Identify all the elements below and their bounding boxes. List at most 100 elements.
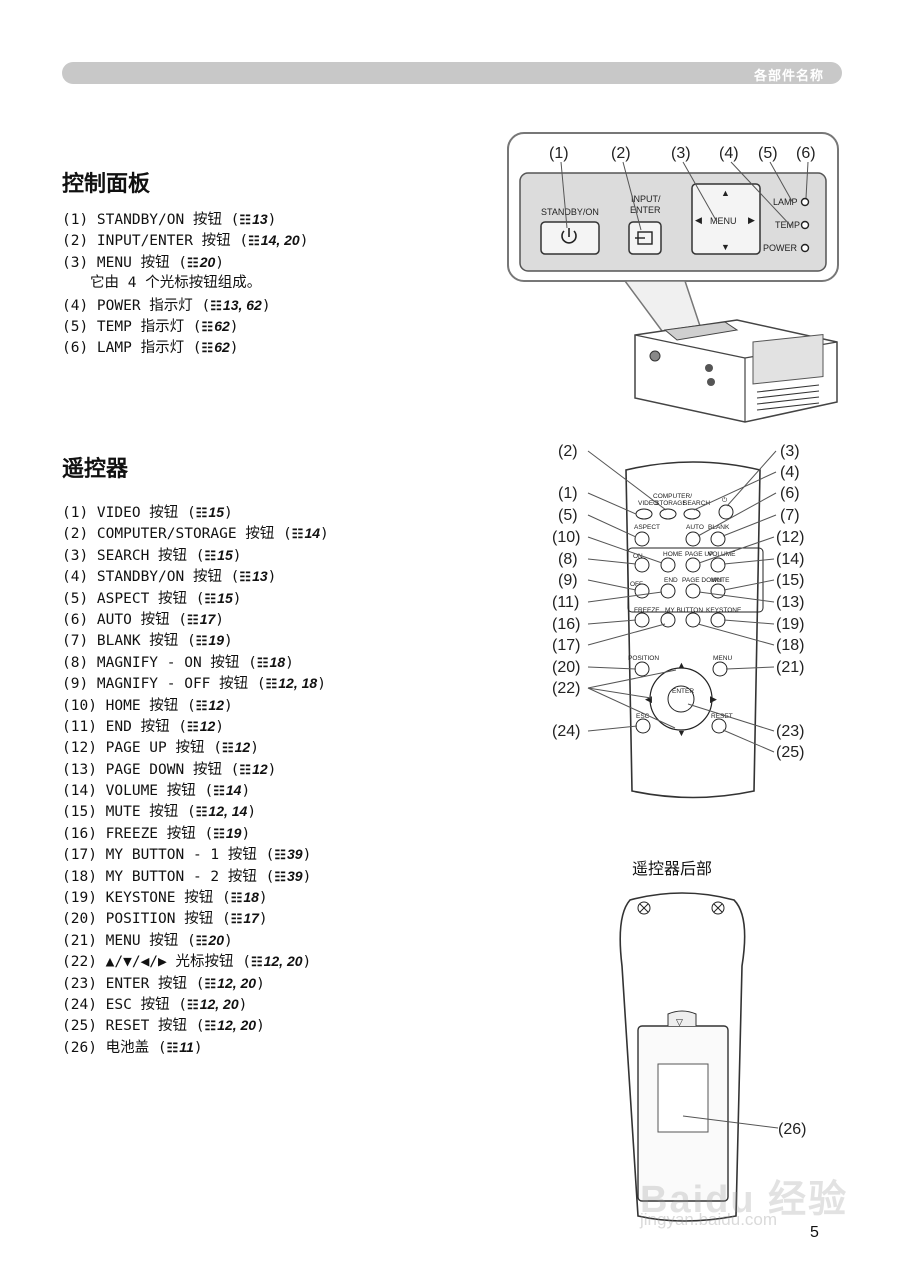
page-reference-link[interactable]: ☷15 (205, 547, 233, 563)
rc-video-button[interactable] (635, 508, 653, 520)
rc-standby-button[interactable] (718, 504, 734, 520)
item-text: (4) STANDBY/ON 按钮 ( (62, 569, 240, 586)
page-reference-link[interactable]: ☷14 (292, 525, 320, 541)
page-reference-number: 20 (208, 931, 224, 948)
cp-menu-button[interactable] (691, 183, 761, 255)
rc-esc-button[interactable] (635, 718, 651, 734)
rc-keystone-button[interactable] (710, 612, 726, 628)
list-item: (9) MAGNIFY - OFF 按钮 (☷12, 18) (62, 673, 329, 694)
page-reference-link[interactable]: ☷20 (196, 932, 224, 948)
close-paren: ) (215, 611, 224, 628)
cp-left-arrow-icon: ◀ (695, 215, 702, 225)
page-reference-link[interactable]: ☷12 (239, 761, 267, 777)
close-paren: ) (229, 318, 239, 335)
rc-volume-button[interactable] (710, 557, 726, 573)
item-text: (8) MAGNIFY - ON 按钮 ( (62, 654, 257, 671)
book-icon: ☷ (195, 804, 208, 820)
page-reference-link[interactable]: ☷17 (231, 910, 259, 926)
item-text: (11) END 按钮 ( (62, 718, 188, 735)
page-reference-link[interactable]: ☷18 (257, 654, 285, 670)
cp-up-arrow-icon: ▲ (721, 188, 730, 198)
rc-position-button[interactable] (634, 661, 650, 677)
page-reference-link[interactable]: ☷62 (202, 318, 230, 334)
book-icon: ☷ (274, 847, 286, 863)
page-reference-link[interactable]: ☷19 (213, 825, 241, 841)
page-reference-link[interactable]: ☷12 (222, 739, 250, 755)
item-text: (5) TEMP 指示灯 ( (62, 318, 202, 335)
page-reference-link[interactable]: ☷12, 20 (205, 1017, 257, 1033)
remote-rear-figure: ▽ (26) (619, 892, 806, 1222)
rc-callout-16: (16) (552, 616, 580, 633)
page-reference-link[interactable]: ☷11 (167, 1039, 194, 1055)
rc-blank-button[interactable] (710, 531, 726, 547)
page-reference-link[interactable]: ☷13 (239, 568, 267, 584)
rc-pageup-button[interactable] (685, 557, 701, 573)
page-reference-link[interactable]: ☷12, 20 (205, 975, 257, 991)
page-reference-link[interactable]: ☷12 (187, 718, 215, 734)
page-reference-link[interactable]: ☷14, 20 (248, 232, 300, 248)
rc-search-button[interactable] (683, 508, 701, 520)
rc-computer-button[interactable] (659, 508, 677, 520)
page-reference-link[interactable]: ☷19 (196, 632, 224, 648)
rc-enter-button[interactable] (667, 685, 695, 713)
item-text: (23) ENTER 按钮 ( (62, 975, 205, 992)
page-reference-link[interactable]: ☷15 (205, 590, 233, 606)
list-item: (4) STANDBY/ON 按钮 (☷13) (62, 566, 329, 587)
page-reference-link[interactable]: ☷12, 18 (266, 675, 318, 691)
close-paren: ) (267, 212, 277, 228)
close-paren: ) (232, 590, 242, 607)
rc-mybutton-2[interactable] (685, 612, 701, 628)
page-reference-number: 17 (199, 610, 216, 627)
item-text: (10) HOME 按钮 ( (62, 697, 196, 714)
battery-cover-latch[interactable] (667, 1010, 697, 1026)
rc-off-label: OFF (630, 581, 643, 588)
page-reference-link[interactable]: ☷13, 62 (210, 297, 262, 313)
rc-end-button[interactable] (660, 583, 676, 599)
control-panel-title: 控制面板 (62, 172, 151, 197)
page-reference-link[interactable]: ☷17 (187, 611, 215, 627)
page-reference-link[interactable]: ☷12, 20 (187, 996, 239, 1012)
close-paren: ) (256, 975, 265, 992)
book-icon: ☷ (221, 740, 234, 756)
page-reference-link[interactable]: ☷12 (196, 697, 224, 713)
page-reference-link[interactable]: ☷12, 14 (196, 803, 248, 819)
rc-mute-button[interactable] (710, 583, 726, 599)
page-reference-number: 12 (234, 739, 251, 756)
close-paren: ) (224, 633, 233, 650)
page-reference-number: 14, 20 (260, 232, 300, 249)
rc-aspect-button[interactable] (634, 531, 650, 547)
page-reference-link[interactable]: ☷39 (274, 868, 302, 884)
page-reference-link[interactable]: ☷18 (231, 889, 259, 905)
page-reference-link[interactable]: ☷12, 20 (251, 953, 303, 969)
rc-mybutton-1[interactable] (660, 612, 676, 628)
list-item: (1) VIDEO 按钮 (☷15) (62, 502, 329, 523)
page-reference-link[interactable]: ☷20 (187, 254, 215, 270)
rc-pagedown-button[interactable] (685, 583, 701, 599)
rc-callout-17: (17) (552, 637, 580, 654)
page-reference-number: 15 (217, 589, 233, 606)
rc-freeze-button[interactable] (634, 612, 650, 628)
page-reference-link[interactable]: ☷14 (213, 782, 241, 798)
rc-magnify-on-button[interactable] (634, 557, 650, 573)
rc-menu-button[interactable] (712, 661, 728, 677)
page-reference-link[interactable]: ☷39 (274, 846, 302, 862)
rc-auto-button[interactable] (685, 531, 701, 547)
page-reference-link[interactable]: ☷15 (196, 504, 224, 520)
rc-computer-label-2: STORAGE (655, 500, 687, 507)
rc-standby-icon: ⏻ (722, 497, 727, 504)
cp-standby-button[interactable] (540, 221, 600, 255)
list-item: (16) FREEZE 按钮 (☷19) (62, 823, 329, 844)
rc-home-button[interactable] (660, 557, 676, 573)
rc-callout-25: (25) (776, 744, 804, 761)
rc-magnify-off-button[interactable] (634, 583, 650, 599)
power-icon (561, 228, 577, 244)
input-icon (635, 231, 653, 245)
close-paren: ) (241, 825, 251, 842)
rc-reset-button[interactable] (711, 718, 727, 734)
item-text: (4) POWER 指示灯 ( (62, 297, 211, 314)
book-icon: ☷ (204, 975, 217, 991)
list-item: (2) INPUT/ENTER 按钮 (☷14, 20) (62, 230, 308, 251)
page-reference-link[interactable]: ☷62 (202, 339, 230, 355)
close-paren: ) (299, 233, 309, 250)
page-reference-link[interactable]: ☷13 (239, 211, 267, 227)
